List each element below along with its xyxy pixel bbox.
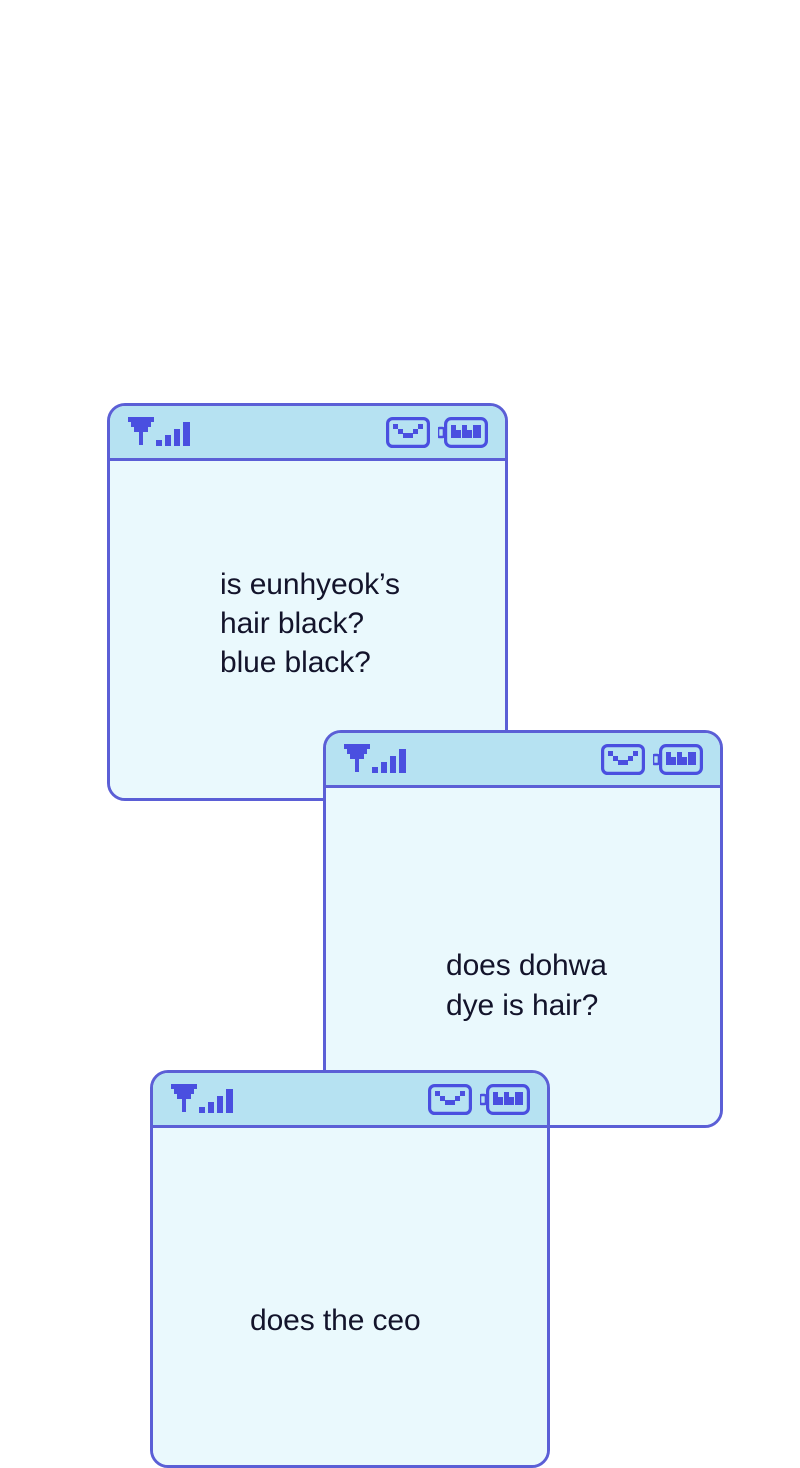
- battery-icon: [480, 1083, 530, 1115]
- signal-bars-icon: [171, 1084, 233, 1113]
- status-bar: [326, 733, 720, 788]
- status-bar: [153, 1073, 547, 1128]
- battery-icon: [438, 416, 488, 448]
- card-body: does the ceo: [153, 1128, 547, 1465]
- status-bar-left: [171, 1084, 237, 1114]
- status-bar-right: [601, 743, 703, 775]
- status-bar-right: [386, 416, 488, 448]
- message-card[interactable]: is eunhyeok’s hair black? blue black?: [107, 403, 508, 801]
- signal-bars-icon: [344, 744, 406, 773]
- card-message-text: does the ceo: [250, 1303, 421, 1337]
- signal-bars-icon: [128, 417, 190, 446]
- card-message-text: is eunhyeok’s hair black? blue black?: [220, 567, 400, 680]
- status-bar-left: [344, 744, 410, 774]
- envelope-icon: [428, 1083, 472, 1115]
- card-message-text: does dohwa dye is hair?: [446, 949, 607, 1022]
- card-body: does dohwa dye is hair?: [326, 788, 720, 1125]
- canvas: is eunhyeok’s hair black? blue black?: [107, 403, 723, 1468]
- battery-icon: [653, 743, 703, 775]
- status-bar: [110, 406, 505, 461]
- message-card[interactable]: does the ceo: [150, 1070, 550, 1468]
- message-card[interactable]: does dohwa dye is hair?: [323, 730, 723, 1128]
- status-bar-right: [428, 1083, 530, 1115]
- status-bar-left: [128, 417, 194, 447]
- envelope-icon: [386, 416, 430, 448]
- envelope-icon: [601, 743, 645, 775]
